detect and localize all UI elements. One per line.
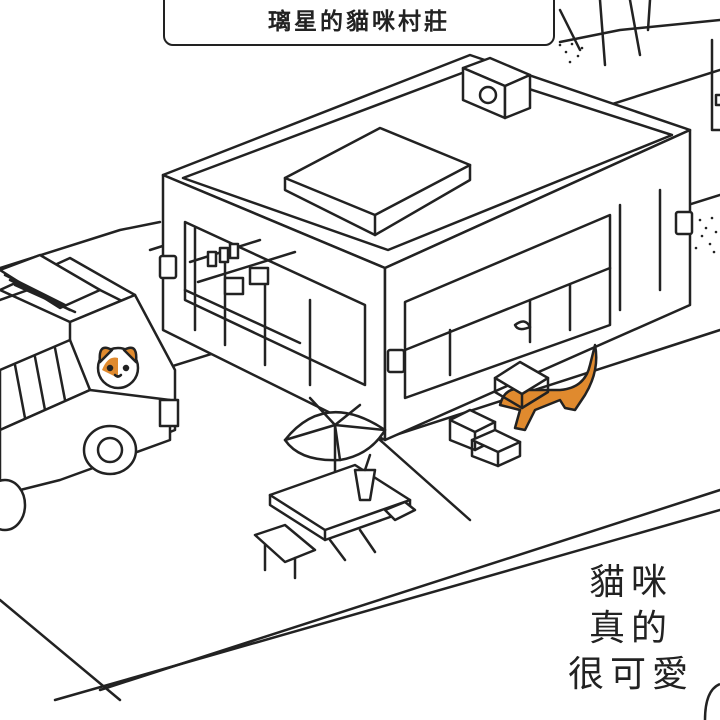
cat-sign-icon bbox=[158, 210, 694, 374]
shelf-jars bbox=[188, 238, 297, 296]
picnic-table bbox=[253, 453, 417, 580]
slogan-line-3: 很可愛 bbox=[567, 654, 694, 695]
bush-texture bbox=[558, 42, 718, 254]
village-title: 璃星的貓咪村莊 bbox=[268, 9, 450, 35]
tree-trunks bbox=[558, 0, 652, 67]
orange-cat-character bbox=[493, 320, 598, 432]
title-banner: 璃星的貓咪村莊 bbox=[163, 0, 555, 46]
corner-object bbox=[703, 682, 720, 720]
right-building-edge bbox=[710, 38, 720, 132]
cardboard-boxes bbox=[448, 408, 522, 468]
slogan-line-2: 真的 bbox=[588, 608, 673, 649]
dog-character bbox=[96, 346, 140, 390]
air-conditioner-icon bbox=[461, 56, 532, 120]
slogan-line-1: 貓咪 bbox=[588, 562, 673, 603]
slogan-text: 貓咪 真的 很可愛 bbox=[556, 560, 706, 698]
shop-building bbox=[158, 53, 694, 442]
truck-wheel-icon bbox=[0, 424, 138, 532]
food-truck bbox=[0, 253, 180, 532]
